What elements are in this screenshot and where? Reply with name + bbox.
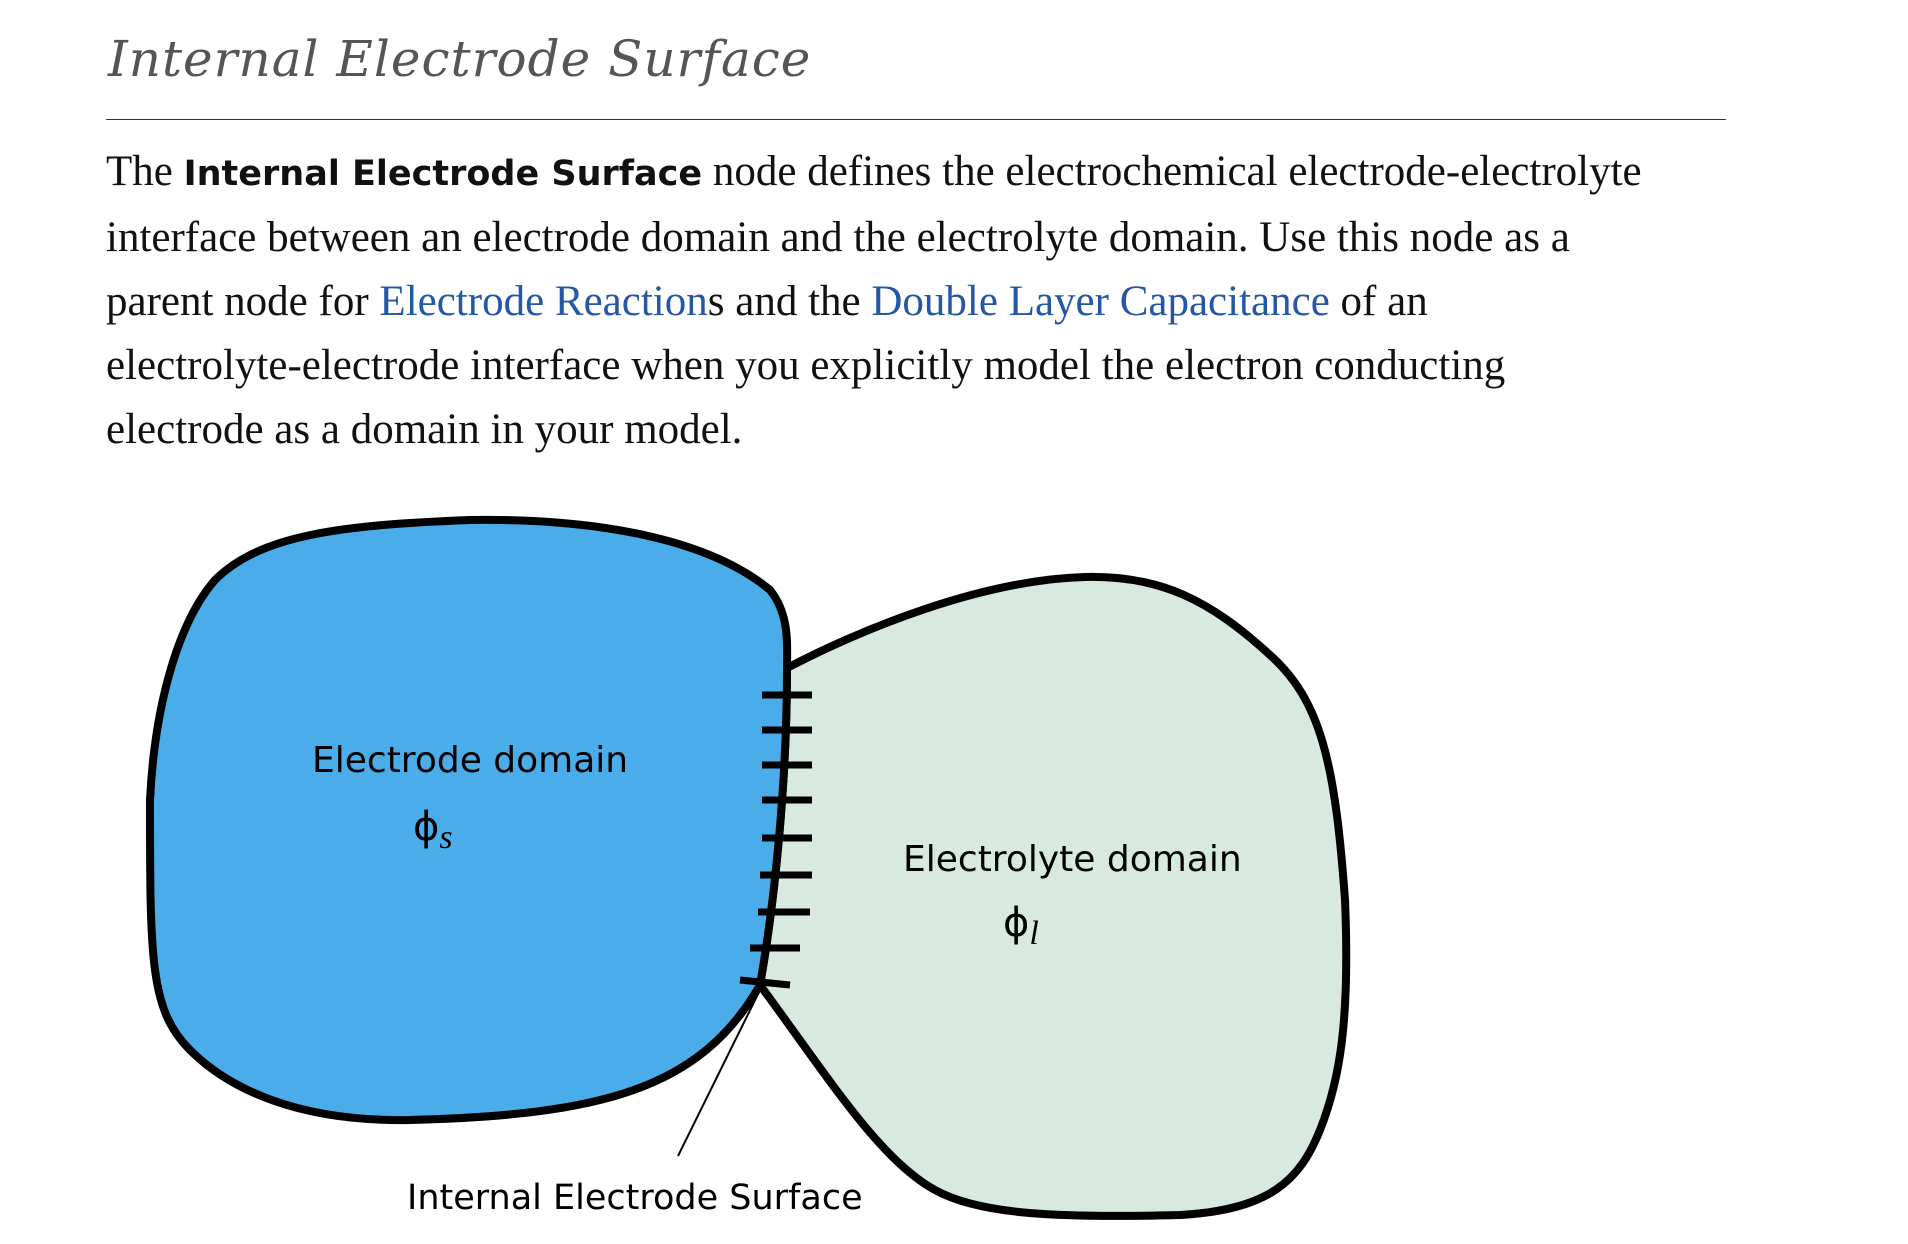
electrode-reactions-link[interactable]: Electrode Reaction [379, 278, 708, 325]
electrode-potential-symbol: ϕs [413, 804, 453, 856]
electrode-subscript: s [439, 819, 452, 856]
term-internal-electrode-surface: Internal Electrode Surface [183, 154, 703, 194]
double-layer-capacitance-link[interactable]: Double Layer Capacitance [871, 278, 1330, 325]
heading-divider [106, 119, 1726, 120]
electrode-domain-label: Electrode domain [312, 740, 628, 781]
paragraph-line-5: electrode as a domain in your model. [106, 406, 743, 453]
line3-prefix: parent node for [106, 278, 380, 325]
paragraph-line-4: electrolyte-electrode interface when you… [106, 342, 1506, 389]
electrolyte-domain-shape [756, 572, 1351, 1220]
paragraph-line-2: interface between an electrode domain an… [106, 214, 1570, 261]
paragraph-line-3: parent node for Electrode Reactions and … [106, 270, 1746, 334]
interface-hatch-marks [739, 691, 812, 989]
line1-prefix: The [106, 148, 184, 195]
electrode-phi: ϕ [413, 804, 439, 850]
electrolyte-phi: ϕ [1003, 900, 1029, 946]
line3-middle: s and the [707, 278, 872, 325]
paragraph-line-1: The Internal Electrode Surface node defi… [106, 140, 1746, 206]
internal-electrode-surface-label: Internal Electrode Surface [407, 1178, 863, 1218]
electrolyte-potential-symbol: ϕl [1003, 900, 1039, 952]
electrode-domain-shape [146, 515, 792, 1125]
section-heading: Internal Electrode Surface [108, 30, 812, 88]
line1-suffix: node defines the electrochemical electro… [702, 148, 1642, 195]
electrolyte-subscript: l [1029, 915, 1038, 952]
description-paragraph: The Internal Electrode Surface node defi… [106, 140, 1746, 462]
line3-suffix: of an [1329, 278, 1428, 325]
surface-leader-line [677, 989, 761, 1157]
electrolyte-domain-label: Electrolyte domain [903, 839, 1242, 880]
